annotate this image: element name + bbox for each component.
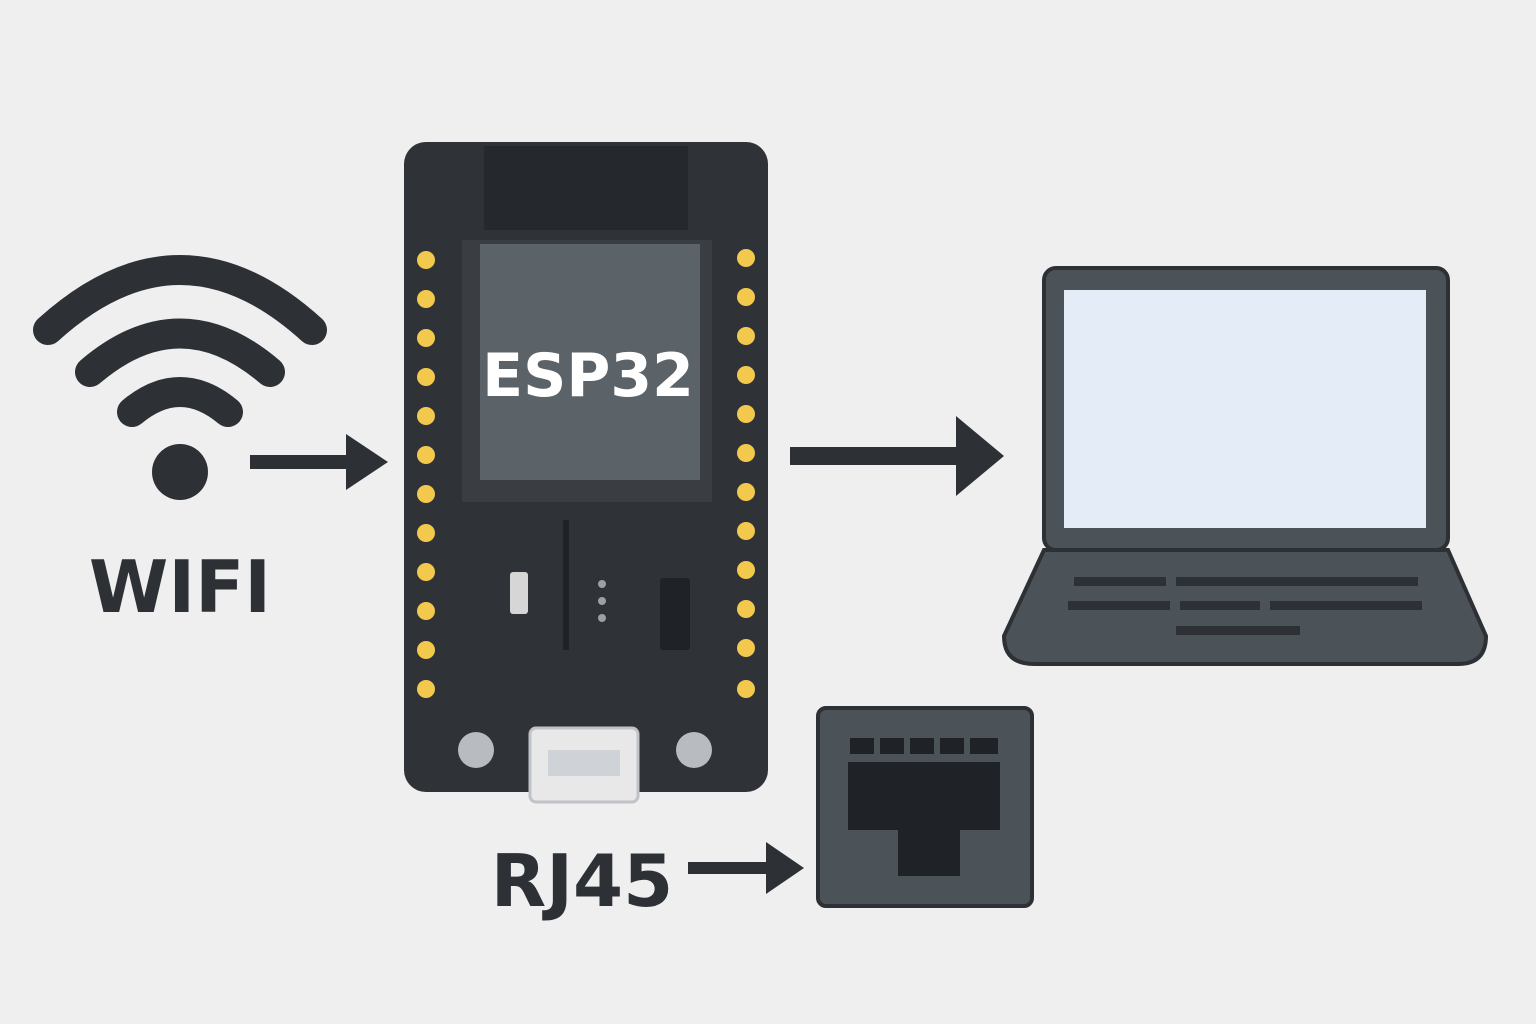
laptop-screen [1064,290,1426,528]
arrow-rj45-to-port [688,842,804,894]
port-contacts [850,738,998,754]
rj45-label: RJ45 [491,839,673,923]
ethernet-port-icon [816,706,1034,908]
mounting-hole-right [676,732,712,768]
led-component [510,572,528,614]
right-pin-header [737,249,755,698]
button-component [660,578,690,650]
left-pin-header [417,251,435,698]
wifi-icon [33,255,327,500]
esp32-chip-label: ESP32 [482,341,694,411]
wifi-label: WIFI [89,545,271,629]
arrow-esp32-to-laptop [790,416,1004,496]
laptop-icon [1001,266,1489,666]
arrow-wifi-to-esp32 [250,434,388,490]
smd-dots [598,580,606,622]
mounting-hole-left [458,732,494,768]
esp32-board-icon: ESP32 [404,142,768,804]
laptop-keyboard [1068,577,1422,635]
